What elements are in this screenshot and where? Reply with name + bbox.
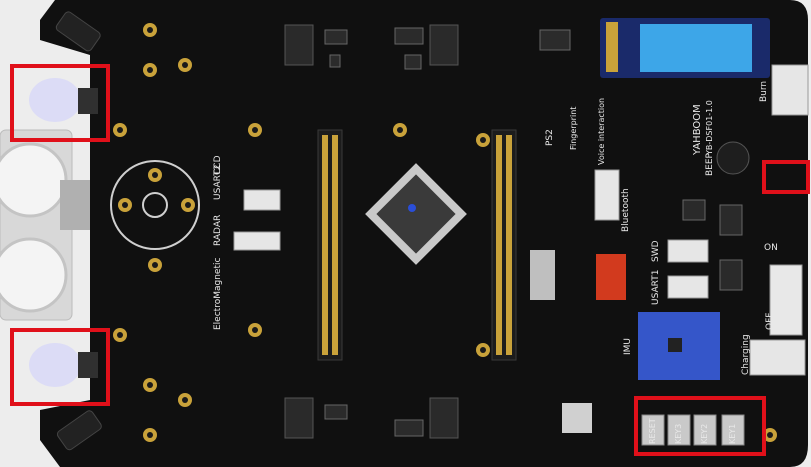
capacitors-top — [284, 24, 459, 439]
radar-label: RADAR — [213, 215, 223, 246]
usart2-label: USART2 — [213, 165, 223, 200]
imu-label: IMU — [623, 338, 633, 355]
ultrasonic-module — [0, 129, 90, 321]
header-right — [491, 129, 517, 361]
bluetooth-label: Bluetooth — [621, 188, 631, 232]
highlight-boxes — [10, 64, 810, 456]
ir-led-top — [29, 78, 98, 122]
header-left — [317, 129, 343, 361]
fingerprint-label: Fingerprint — [569, 107, 578, 150]
key3-label: KEY3 — [674, 424, 683, 444]
highlight-ir-bottom — [10, 328, 110, 406]
key1-label: KEY1 — [728, 424, 737, 444]
slide-switch — [769, 264, 803, 336]
buzzer — [716, 141, 750, 175]
burn-label: Burn — [759, 81, 769, 102]
off-label: OFF — [765, 313, 775, 330]
ir-led-bottom — [29, 343, 98, 387]
key2-label: KEY2 — [700, 424, 709, 444]
swd-label: SWD — [651, 240, 661, 262]
usart1-label: USART1 — [651, 270, 661, 305]
power-switch — [596, 254, 626, 300]
beep-label: BEEP — [705, 152, 715, 176]
highlight-keys — [634, 396, 766, 456]
brand-label: YAHBOOM — [692, 104, 703, 156]
oled-display — [600, 18, 770, 78]
electromagnetic-label: ElectroMagnetic — [213, 258, 223, 330]
voice-label: Voice interaction — [597, 98, 606, 165]
ccd-label: CCD — [213, 155, 223, 175]
ir-receiver-top — [55, 11, 101, 52]
key-buttons — [641, 414, 745, 446]
key-reset-label: RESET — [648, 418, 657, 444]
mcu-chip — [365, 163, 467, 265]
charging-label: Charging — [741, 334, 751, 375]
motor-outline — [110, 160, 200, 250]
ps2-label: PS2 — [545, 129, 555, 146]
on-label: ON — [764, 243, 778, 253]
highlight-led — [762, 160, 810, 194]
imu-module — [638, 312, 720, 380]
highlight-ir-top — [10, 64, 110, 142]
model-label: YB-DSF01-1.0 — [705, 100, 714, 156]
ir-receiver-bottom — [56, 410, 102, 451]
